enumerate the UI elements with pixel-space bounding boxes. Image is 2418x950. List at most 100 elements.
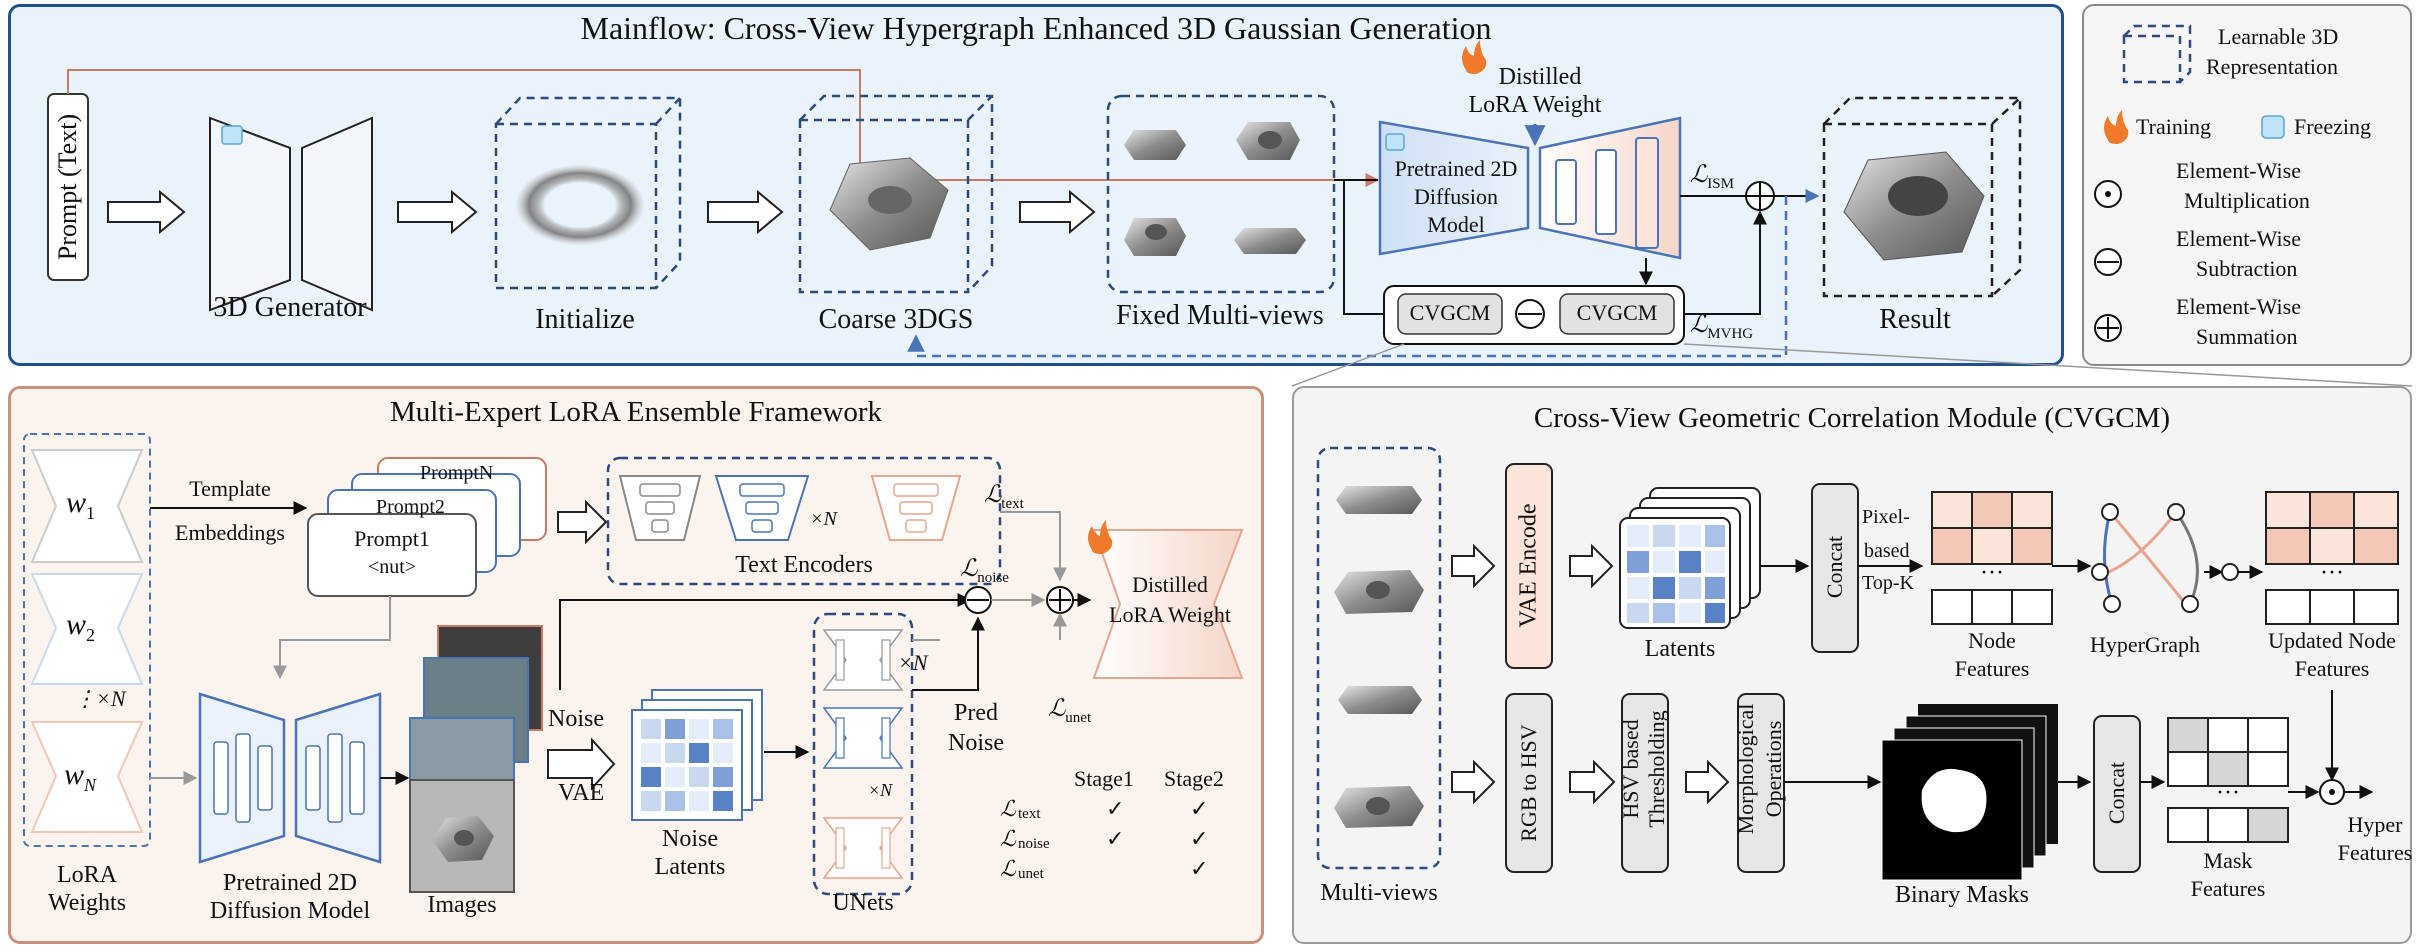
updated-dots: ··· <box>2320 560 2344 586</box>
pretrained-main-3: Model <box>1427 212 1485 237</box>
latent-grid <box>1625 523 1727 625</box>
unet-icons <box>822 629 904 879</box>
unet-times-n: ×N <box>898 650 928 675</box>
mask-features-1: Mask <box>2203 848 2253 873</box>
loss-ism-symbol: ℒ <box>1690 162 1708 188</box>
w2-label: w2 <box>66 608 95 646</box>
loss-ism: ℒISM <box>1690 160 1734 193</box>
vae-label: VAE <box>558 780 605 806</box>
lora-weights-2: Weights <box>47 890 127 916</box>
lora-pretrained-2: Diffusion Model <box>209 898 371 924</box>
legend-mult-2: Multiplication <box>2184 188 2310 213</box>
loss-mvhg: ℒMVHG <box>1690 310 1753 343</box>
lora-distilled-1: Distilled <box>1132 572 1208 597</box>
legend-training: Training <box>2136 114 2211 139</box>
prompt2-label: Prompt2 <box>376 496 445 518</box>
multiview-nuts <box>1124 122 1306 256</box>
loss-noise-sub: noise <box>977 569 1009 586</box>
lora-distilled-2: LoRA Weight <box>1109 602 1231 627</box>
loss-text-symbol: ℒ <box>984 482 1002 508</box>
legend-freezing: Freezing <box>2294 114 2371 139</box>
ring-icon <box>516 165 644 245</box>
ice-cube-icon <box>221 125 243 145</box>
cvgcm-panel <box>1292 386 2412 944</box>
w1-symbol: w <box>66 486 87 519</box>
w1-label: w1 <box>66 486 95 524</box>
wn-sub: N <box>84 775 97 795</box>
loss-noise-symbol: ℒ <box>960 556 978 582</box>
result-label: Result <box>1879 304 1951 335</box>
stage-loss-label: ℒ <box>1000 796 1016 821</box>
cvgcm-title: Cross-View Geometric Correlation Module … <box>1533 402 2171 434</box>
loss-noise: ℒnoise <box>960 554 1009 587</box>
legend-sum-2: Summation <box>2196 324 2298 349</box>
distilled-label-1: Distilled <box>1498 64 1582 90</box>
wn-symbol: w <box>64 758 85 791</box>
legend-mult-1: Element-Wise <box>2176 158 2301 183</box>
fire-icon <box>1088 520 1113 554</box>
lora-times-n: ⋮×N <box>74 686 126 711</box>
generator-label: 3D Generator <box>213 292 367 323</box>
mask-features-2: Features <box>2190 876 2266 901</box>
node-features-2: Features <box>1954 656 2030 681</box>
pixel-1: Pixel- <box>1862 506 1910 528</box>
pixel-2: based <box>1864 540 1910 562</box>
stage2-label: Stage2 <box>1164 766 1224 791</box>
template-1: Template <box>189 476 271 501</box>
text-encoder-icons <box>618 475 962 541</box>
prompt-label: Prompt (Text) <box>53 113 82 261</box>
loss-unet: ℒunet <box>1048 694 1091 727</box>
updated-2: Features <box>2294 656 2370 681</box>
text-encoders-label: Text Encoders <box>735 552 873 578</box>
stage1-label: Stage1 <box>1074 766 1134 791</box>
check-icon: ✓ <box>1190 796 1209 821</box>
wn-label: wN <box>64 758 96 796</box>
multiviews-label: Fixed Multi-views <box>1116 300 1324 331</box>
legend-learnable-1: Learnable 3D <box>2218 24 2339 49</box>
noise-latents-2: Latents <box>654 854 726 880</box>
hyper-features-1: Hyper <box>2347 812 2403 837</box>
fire-icon <box>1462 40 1487 74</box>
ice-cube-icon <box>2261 115 2285 139</box>
w2-sub: 2 <box>86 625 96 645</box>
stage-loss-label: ℒ <box>1000 856 1016 881</box>
hyper-features-2: Features <box>2337 840 2413 865</box>
morph-2: Operations <box>1761 720 1786 818</box>
legend-sum-1: Element-Wise <box>2176 294 2301 319</box>
unet-times-n-2: ×N <box>868 780 893 800</box>
binary-masks-label: Binary Masks <box>1895 882 2029 908</box>
fire-icon <box>2104 110 2129 144</box>
pixel-3: Top-K <box>1862 572 1914 594</box>
pred-noise-1: Pred <box>954 700 998 726</box>
stage-loss-sub: text <box>1018 806 1041 822</box>
hypergraph-icon <box>2103 511 2199 605</box>
loss-text: ℒtext <box>984 480 1024 513</box>
legend-sub-1: Element-Wise <box>2176 226 2301 251</box>
loss-mvhg-symbol: ℒ <box>1690 312 1708 338</box>
text-enc-times-n: ×N <box>810 508 837 530</box>
hsv-thresh-1: HSV based <box>1618 719 1643 819</box>
loss-unet-sub: unet <box>1065 709 1092 726</box>
cvgcm-b-label: CVGCM <box>1576 300 1658 325</box>
template-2: Embeddings <box>175 520 285 545</box>
loss-mvhg-sub: MVHG <box>1707 325 1754 342</box>
node-features-1: Node <box>1968 628 2016 653</box>
loss-unet-symbol: ℒ <box>1048 696 1066 722</box>
rgb-hsv-label: RGB to HSV <box>1516 724 1541 842</box>
loss-text-sub: text <box>1001 495 1024 512</box>
noise-latent-grid <box>639 717 735 813</box>
ice-cube-icon <box>1385 133 1405 151</box>
cvgcm-multiviews-label: Multi-views <box>1320 880 1438 906</box>
concat1-label: Concat <box>1822 535 1847 599</box>
legend-learnable-2: Representation <box>2206 54 2338 79</box>
hsv-thresh-2: Thresholding <box>1644 710 1669 828</box>
noise-label: Noise <box>548 706 604 732</box>
promptN-label: PromptN <box>420 462 494 484</box>
w2-symbol: w <box>66 608 87 641</box>
cvgcm-a-label: CVGCM <box>1409 300 1491 325</box>
mask-features-grid <box>2167 717 2289 843</box>
